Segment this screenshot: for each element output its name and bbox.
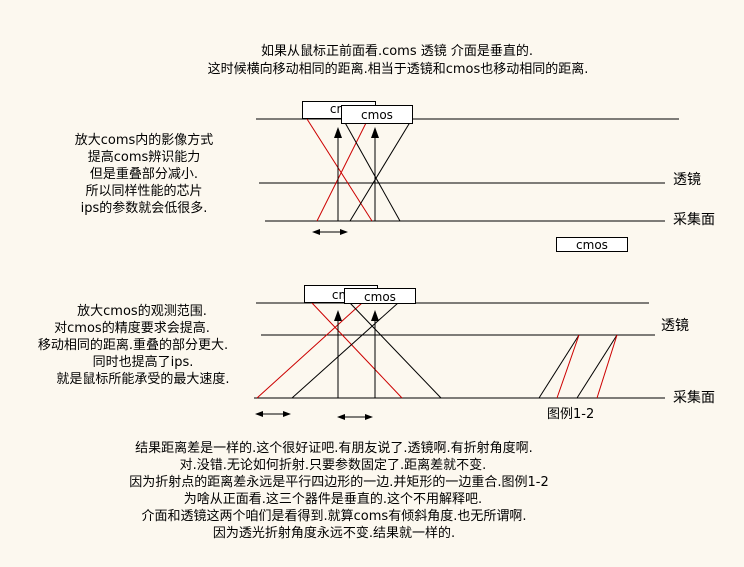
diagram2-cmos-front-box: cmos	[344, 288, 416, 304]
diagram1-note: 提高coms辨识能力	[87, 150, 201, 165]
diagram1-collector-label: 采集面	[673, 212, 715, 228]
conclusion-line: 因为折射点的距离差永远是平行四边形的一边.并矩形的一边重合.图例1-2	[129, 475, 549, 490]
diagram1-note: 所以同样性能的芯片	[85, 184, 203, 199]
diagram1-move-arrow-right	[340, 229, 348, 235]
title-line-1: 如果从鼠标正前面看.coms 透镜 介面是垂直的.	[260, 44, 534, 59]
diagram2-move-arrow-2-left	[337, 414, 345, 420]
floating-cmos-box: cmos	[556, 237, 628, 252]
diagram1-note: 放大coms内的影像方式	[74, 133, 214, 148]
diagram2-arrowhead	[334, 310, 342, 321]
diagram1-ray-black	[349, 118, 413, 222]
diagram2-ray-red	[256, 302, 363, 399]
diagram2-cmos-front-label: cmos	[364, 290, 396, 304]
diagram2-move-arrow-2-right	[365, 414, 373, 420]
diagram2-note: 对cmos的精度要求会提高.	[54, 321, 210, 336]
diagram1-note: 但是重叠部分减小.	[89, 167, 199, 182]
diagram1-ray-red	[306, 118, 373, 222]
diagram1-note: ips的参数就会低很多.	[80, 201, 208, 216]
diagram2-move-arrow-1-right	[283, 411, 291, 417]
diagram1-arrowhead	[334, 127, 342, 138]
figure-edge-red	[596, 334, 618, 399]
diagram2-lens-label: 透镜	[661, 318, 689, 334]
figure-edge	[576, 334, 618, 399]
diagram1-cmos-front-box: cmos	[341, 105, 413, 124]
diagram1-cmos-front-label: cmos	[361, 108, 393, 122]
diagram2-ray-black	[291, 302, 399, 399]
floating-cmos-label: cmos	[576, 238, 608, 252]
diagram1-move-arrow-left	[312, 229, 320, 235]
conclusion-line: 为啥从正面看.这三个器件是垂直的.这个不用解释吧.	[183, 492, 483, 507]
diagram2-move-arrow-1-left	[255, 411, 263, 417]
diagram2-arrowhead	[371, 310, 379, 321]
diagram1-ray-red	[316, 118, 369, 222]
figure-label: 图例1-2	[547, 407, 595, 422]
diagram2-note: 就是鼠标所能承受的最大速度.	[56, 372, 230, 387]
diagram2-collector-label: 采集面	[673, 390, 715, 406]
diagram1-arrowhead	[371, 127, 379, 138]
diagram1-lens-label: 透镜	[673, 172, 701, 188]
conclusion-line: 因为透光折射角度永远不变.结果就一样的.	[212, 526, 456, 541]
conclusion-line: 结果距离差是一样的.这个很好证吧.有朋友说了.透镜啊.有折射角度啊.	[135, 441, 533, 456]
conclusion-line: 对.没错.无论如何折射.只要参数固定了.距离差就不变.	[179, 458, 487, 473]
diagram2-ray-red	[311, 302, 403, 399]
conclusion-line: 介面和透镜这两个咱们是看得到.就算coms有倾斜角度.也无所谓啊.	[141, 509, 527, 524]
diagram2-note: 同时也提高了ips.	[92, 355, 194, 370]
title-line-2: 这时候横向移动相同的距离.相当于透镜和cmos也移动相同的距离.	[207, 62, 589, 77]
diagram1-ray-black	[342, 118, 401, 222]
figure-edge	[538, 334, 580, 399]
diagram2-ray-black	[349, 302, 442, 399]
figure-edge-red	[556, 334, 580, 399]
diagram2-note: 放大cmos的观测范围.	[77, 304, 207, 319]
diagram2-note: 移动相同的距离.重叠的部分更大.	[37, 338, 229, 353]
